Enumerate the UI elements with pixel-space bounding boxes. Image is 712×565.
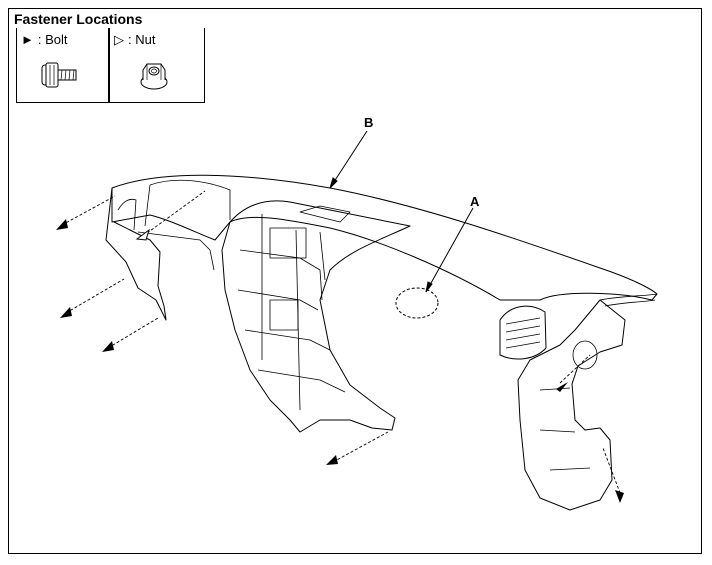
nut-symbol: ▷ — [114, 32, 124, 47]
legend-title: Fastener Locations — [14, 11, 143, 27]
nut-arrow-1 — [135, 228, 150, 241]
bolt-symbol: ► — [21, 32, 34, 47]
bolt-icon — [41, 62, 77, 88]
bolt-arrow-5 — [556, 382, 568, 392]
callout-a: A — [470, 194, 480, 209]
dashboard-left-end — [105, 187, 167, 321]
legend-bolt-label: ►: Bolt — [21, 32, 68, 47]
nut-label-text: : Nut — [128, 32, 156, 47]
bolt-arrow-3 — [102, 341, 114, 352]
dashboard-right-end — [517, 299, 626, 511]
airbag-region — [395, 287, 439, 319]
legend-nut-box: ▷ : Nut — [109, 28, 205, 103]
center-stack — [221, 200, 411, 433]
bolt-label-text: : Bolt — [37, 32, 68, 47]
legend-bolt-box: ►: Bolt — [16, 28, 109, 103]
nut-icon — [140, 63, 168, 90]
bolt-arrow-2 — [60, 307, 72, 318]
diagram-frame — [8, 8, 702, 554]
callout-b: B — [364, 115, 374, 130]
right-air-vent — [499, 305, 547, 360]
bolt-arrow-1 — [56, 219, 68, 230]
legend-nut-label: ▷ : Nut — [114, 32, 155, 48]
bolt-arrow-6 — [615, 490, 624, 503]
bolt-arrow-4 — [326, 455, 338, 465]
